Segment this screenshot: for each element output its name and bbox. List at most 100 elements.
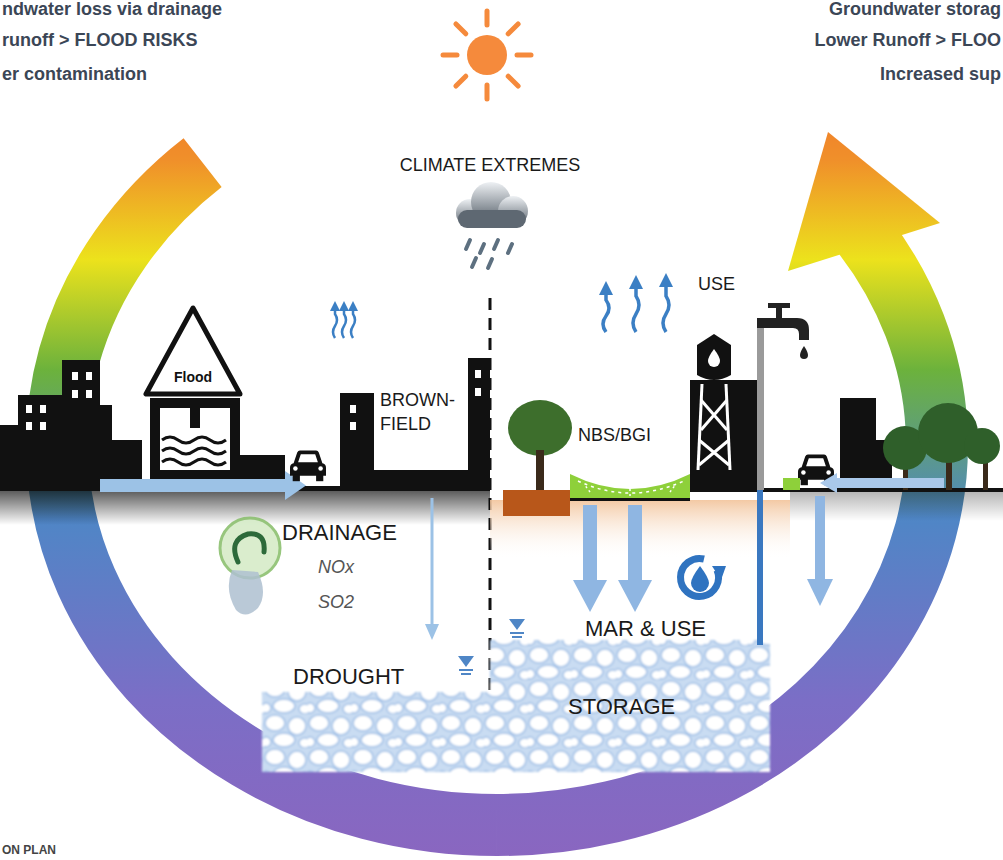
sun-icon (508, 76, 518, 86)
water-tower (698, 384, 730, 470)
rain-cloud (480, 244, 484, 253)
flooded-house (190, 408, 200, 428)
green-infrastructure (570, 474, 690, 500)
water-tower (699, 440, 729, 465)
trees (883, 403, 1000, 490)
tap-pipe (757, 303, 809, 645)
city-skyline (0, 358, 490, 491)
water-table-symbol (459, 669, 473, 671)
infiltration-arrow (425, 624, 439, 640)
green-infrastructure (503, 400, 690, 516)
diagram-label: MAR & USE (585, 616, 706, 642)
sun-icon (443, 11, 531, 99)
diagram-label: Groundwater storag (829, 0, 1001, 21)
rain-cloud (458, 210, 526, 228)
sun-icon (485, 11, 490, 25)
infiltration-arrow (425, 498, 439, 640)
diagram-label: ndwater loss via drainage (2, 0, 222, 21)
rain-cloud (456, 182, 528, 268)
sign-outline (146, 308, 240, 394)
diagram-label: SO2 (318, 592, 354, 614)
water-tower (726, 384, 730, 470)
tap-pipe (776, 308, 782, 318)
tap-pipe (757, 318, 764, 490)
diagram-label: er contamination (2, 64, 147, 86)
heat-arrows (342, 306, 346, 338)
city-skyline-right (690, 380, 758, 490)
heat-arrows (333, 306, 337, 338)
ground-shade (0, 491, 1003, 560)
car-icon (290, 451, 326, 482)
building-windows (86, 372, 92, 380)
reuse-symbol (712, 566, 726, 580)
building-windows (26, 422, 32, 430)
recharge-arrows (815, 496, 825, 580)
flooded-house (160, 408, 230, 470)
diagram-label: NBS/BGI (578, 425, 651, 447)
diagram-label: USE (698, 274, 735, 296)
recharge-arrows (583, 505, 597, 581)
water-table-symbol (458, 656, 474, 667)
drainage-icon (229, 570, 263, 615)
sun-icon (467, 35, 507, 75)
heat-arrows (633, 282, 639, 332)
sun-icon (508, 24, 518, 34)
warning-sign: Flood (143, 304, 243, 398)
runoff-arrow (100, 479, 287, 492)
recharge-arrows (628, 505, 642, 581)
water-table-symbol (509, 619, 525, 630)
sun-icon (456, 76, 466, 86)
diagram-label: BROWN- FIELD (380, 388, 455, 437)
city-skyline (340, 393, 374, 490)
cycle-arc (788, 132, 940, 271)
water-table-symbol (461, 673, 471, 675)
sun-icon (443, 53, 457, 58)
water-table-symbol (458, 619, 525, 674)
heat-arrows (351, 306, 355, 338)
heat-arrows (603, 280, 669, 332)
diagram-label: DROUGHT (293, 664, 404, 690)
tap-pipe (800, 346, 808, 359)
drainage-icon (220, 518, 280, 578)
reuse-symbol (691, 566, 709, 592)
city-skyline-right (690, 488, 1003, 492)
heat-arrows (333, 306, 355, 338)
rain-cloud (488, 259, 492, 268)
reuse-symbol (681, 558, 719, 596)
building-windows (26, 405, 32, 413)
tap-pipe (757, 490, 763, 645)
city-skyline-right (840, 398, 876, 490)
tap-pipe (757, 318, 809, 340)
city-skyline (0, 360, 112, 490)
diagram-label: CLIMATE EXTREMES (400, 155, 581, 177)
aquifer-gravel (262, 640, 770, 772)
drainage-icon (220, 518, 280, 615)
water-tower (698, 384, 702, 470)
building-windows (86, 390, 92, 398)
water-table-symbol (512, 636, 522, 638)
building-windows (350, 405, 356, 413)
flooded-house (162, 448, 226, 454)
water-tower (697, 345, 731, 380)
runoff-arrow-small (836, 478, 944, 488)
water-tower (697, 334, 731, 345)
flooded-house (162, 459, 226, 465)
green-infrastructure (508, 400, 572, 456)
sun-icon (443, 11, 531, 99)
building-windows (475, 388, 481, 396)
drainage-icon (235, 534, 265, 562)
recharge-arrows (573, 580, 607, 612)
rain-cloud (494, 240, 498, 249)
building-windows (475, 370, 481, 378)
building-windows (350, 422, 356, 430)
reuse-symbol (681, 558, 726, 596)
rain-cloud (466, 240, 470, 249)
diagram-label: ON PLAN (2, 843, 56, 857)
infiltration-arrow (431, 498, 434, 626)
sun-icon (485, 85, 490, 99)
diagram-label: NOx (318, 557, 354, 579)
cycle-arc (57, 132, 940, 825)
green-infrastructure (584, 484, 676, 496)
diagram-label: STORAGE (568, 694, 675, 720)
